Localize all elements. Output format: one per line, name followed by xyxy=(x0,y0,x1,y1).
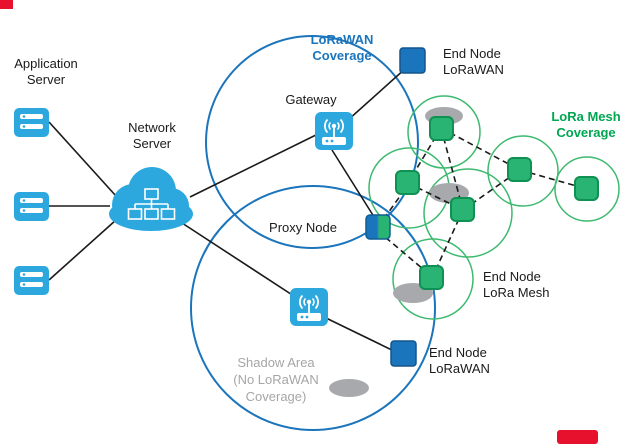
mesh-node-icon xyxy=(450,197,475,222)
server-icon xyxy=(14,266,49,295)
mesh-link-n1-n3 xyxy=(440,127,464,211)
gateway-antenna-icon xyxy=(315,112,353,150)
network-server-label: Network xyxy=(128,120,176,135)
proxy-node-icon xyxy=(365,214,391,240)
end-node-lorawan-bottom-label: LoRaWAN xyxy=(429,361,490,376)
network-server-label: Server xyxy=(133,136,172,151)
lora-mesh-coverage-label: LoRa Mesh xyxy=(551,109,620,124)
mesh-link-n1-n4 xyxy=(440,127,521,171)
mesh-node-icon xyxy=(507,157,532,182)
end-node-lorawan-top-label: LoRaWAN xyxy=(443,62,504,77)
application-server-label: Server xyxy=(27,72,66,87)
shadow-spot-ellipse xyxy=(329,379,369,397)
gateway-label: Gateway xyxy=(285,92,337,107)
shadow-area-label: (No LoRaWAN xyxy=(233,372,318,387)
red-marker xyxy=(0,0,13,9)
end-node-lorawan-icon xyxy=(390,340,417,367)
shadow-area-label: Coverage) xyxy=(246,389,307,404)
end-node-lorawan-top-label: End Node xyxy=(443,46,501,61)
link-server3-cloud xyxy=(48,219,117,281)
hierarchy-glyph xyxy=(127,188,176,220)
lorawan-coverage-circle xyxy=(205,35,419,249)
lorawan-coverage-label: LoRaWAN xyxy=(311,32,374,47)
mesh-node-icon xyxy=(574,176,599,201)
link-server1-cloud xyxy=(48,121,117,197)
gateway-antenna-icon xyxy=(290,288,328,326)
link-gateway-proxy xyxy=(331,149,377,221)
mesh-node-icon xyxy=(419,265,444,290)
mesh-coverage-circle xyxy=(423,168,513,258)
link-cloud-gateway-bottom xyxy=(181,222,301,301)
server-icon xyxy=(14,108,49,137)
link-gateway-endnode-top xyxy=(347,67,407,121)
red-marker xyxy=(557,430,598,444)
link-gateway-endnode-bottom xyxy=(325,317,397,353)
end-node-lorawan-icon xyxy=(399,47,426,74)
mesh-coverage-circle xyxy=(392,238,474,320)
application-server-label: Application xyxy=(14,56,78,71)
mesh-node-icon xyxy=(395,170,420,195)
end-node-lorawan-bottom-label: End Node xyxy=(429,345,487,360)
shadow-area-label: Shadow Area xyxy=(237,355,315,370)
end-node-lora-mesh-label: End Node xyxy=(483,269,541,284)
server-icon xyxy=(14,192,49,221)
lorawan-coverage-label: Coverage xyxy=(312,48,371,63)
lora-mesh-coverage-label: Coverage xyxy=(556,125,615,140)
link-cloud-gateway-top xyxy=(189,132,321,198)
cloud-network-icon xyxy=(109,167,193,231)
mesh-node-icon xyxy=(429,116,454,141)
shadow-area-circle xyxy=(190,185,436,431)
mesh-coverage-circle xyxy=(487,135,559,207)
mesh-coverage-circle xyxy=(554,156,620,222)
proxy-node-label: Proxy Node xyxy=(269,220,337,235)
end-node-lora-mesh-label: LoRa Mesh xyxy=(483,285,549,300)
